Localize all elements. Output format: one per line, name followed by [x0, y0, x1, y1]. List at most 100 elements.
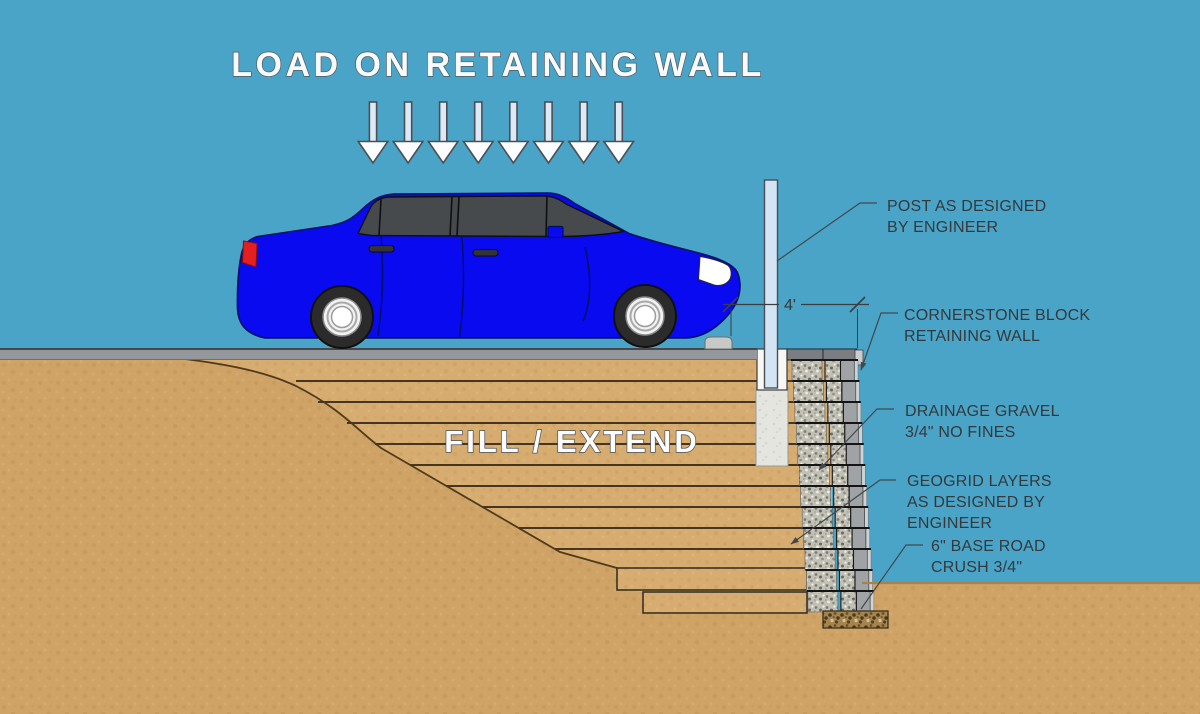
block-core-gravel: [827, 401, 844, 424]
drainage-gravel-column: [800, 485, 832, 508]
base-road-crush: [822, 610, 889, 629]
drainage-gravel-column: [798, 464, 830, 487]
drainage-gravel-column: [794, 401, 826, 424]
car-door-handle-rear: [368, 245, 395, 253]
wall-course: [805, 569, 873, 592]
load-arrow: [567, 101, 600, 165]
wall-course: [799, 485, 867, 508]
load-arrow: [461, 101, 495, 165]
block-face: [845, 443, 861, 466]
car-mirror: [547, 225, 564, 239]
block-face-edge: [857, 402, 862, 424]
load-arrow: [426, 101, 460, 165]
excavation-slope-line: [149, 354, 618, 569]
annotation-base-line1: 6" BASE ROAD: [931, 538, 1046, 555]
car-headlight: [697, 255, 732, 286]
block-face: [842, 401, 858, 424]
drainage-gravel-column: [807, 590, 839, 613]
block-face-edge: [867, 549, 872, 571]
wall-course: [796, 443, 865, 466]
car-wheel-front: [613, 284, 677, 348]
load-arrow: [391, 101, 425, 165]
block-face: [841, 380, 857, 403]
leader-lines: [776, 202, 923, 610]
block-face-edge: [855, 381, 860, 403]
annotations: POST AS DESIGNED BY ENGINEER CORNERSTONE…: [887, 198, 1090, 576]
wall-course: [802, 527, 870, 550]
drainage-gravel-column: [791, 359, 823, 382]
wall-course: [806, 590, 875, 613]
dimension-tick-left: [722, 296, 739, 313]
annotation-cornerstone-line1: CORNERSTONE BLOCK: [904, 307, 1090, 324]
block-core-gravel: [838, 569, 856, 592]
wall-course: [793, 401, 862, 424]
wall-course: [801, 506, 869, 529]
car-wheel-rear: [310, 285, 374, 349]
post: [763, 179, 779, 389]
wall-course: [804, 548, 872, 571]
car-door-seam-front: [458, 236, 465, 338]
native-soil-region: [0, 355, 1200, 714]
wall-course: [795, 422, 863, 445]
block-core-gravel: [840, 590, 857, 613]
drainage-gravel-column: [793, 380, 824, 403]
drainage-gravel-column: [795, 422, 827, 445]
annotation-geogrid-line1: GEOGRID LAYERS: [907, 473, 1052, 490]
leader-post: [776, 202, 877, 262]
leader-cornerstone: [860, 312, 898, 371]
annotation-geogrid-line2: AS DESIGNED BY: [907, 494, 1045, 511]
retaining-wall-courses: [791, 359, 875, 613]
car: [236, 192, 741, 349]
block-core-gravel: [837, 548, 855, 571]
leader-base: [860, 544, 923, 610]
load-arrow: [497, 101, 530, 165]
block-face: [839, 359, 856, 382]
load-arrow: [532, 101, 565, 165]
block-face: [854, 569, 870, 592]
block-core-gravel: [831, 464, 849, 487]
drainage-gravel-column: [806, 569, 837, 592]
fill-bench-step-2: [642, 591, 808, 614]
dimension-tick-right: [849, 296, 866, 313]
fill-bench-step-1: [616, 567, 808, 591]
block-face: [851, 527, 867, 550]
block-face-edge: [860, 444, 865, 466]
block-face-edge: [861, 465, 866, 487]
road-surface: [0, 348, 757, 360]
annotation-base-line2: CRUSH 3/4": [931, 559, 1022, 576]
geogrid-layers: [296, 380, 806, 550]
block-core-gravel: [836, 527, 853, 550]
fill-extend-label: FILL / EXTEND: [444, 424, 699, 459]
post-footing: [755, 387, 789, 467]
block-core-gravel: [824, 359, 842, 382]
car-pillars: [378, 195, 548, 237]
annotation-geogrid-line3: ENGINEER: [907, 515, 992, 532]
drainage-gravel-column: [797, 443, 829, 466]
block-face: [847, 464, 863, 487]
load-arrows: [356, 101, 636, 165]
leader-geogrid: [790, 479, 896, 545]
wall-course: [791, 359, 859, 382]
block-face-edge: [864, 507, 869, 529]
annotation-drainage-line1: DRAINAGE GRAVEL: [905, 403, 1060, 420]
car-taillight: [241, 240, 258, 268]
block-core-gravel: [825, 380, 843, 403]
block-face: [852, 548, 869, 571]
block-face: [850, 506, 866, 529]
wall-course: [792, 380, 860, 403]
block-face-edge: [865, 528, 870, 550]
car-fender-seam: [582, 246, 591, 322]
block-face-edge: [868, 570, 873, 592]
load-arrow: [602, 101, 636, 165]
annotation-post-line2: BY ENGINEER: [887, 219, 998, 236]
load-arrow: [356, 101, 390, 165]
dimension-group: 4': [722, 296, 869, 348]
annotation-post-line1: POST AS DESIGNED: [887, 198, 1046, 215]
leader-drainage: [818, 408, 894, 471]
dimension-text: 4': [784, 297, 796, 314]
drainage-gravel-column: [804, 548, 836, 571]
wall-course: [798, 464, 866, 487]
annotation-cornerstone-line2: RETAINING WALL: [904, 328, 1040, 345]
block-face-edge: [854, 360, 859, 382]
